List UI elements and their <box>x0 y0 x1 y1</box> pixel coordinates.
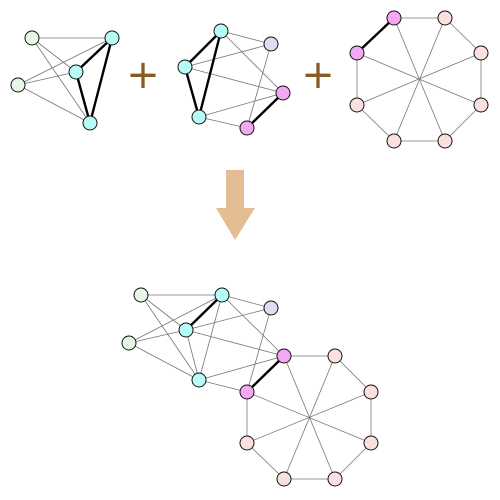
result-graph-edge <box>246 355 285 393</box>
graph-2-node <box>239 120 255 136</box>
graph-1-edge <box>74 71 92 124</box>
graph-3-edge <box>356 52 482 106</box>
graph-3-node <box>349 45 365 61</box>
graph-2-edge <box>184 66 284 94</box>
result-graph-node <box>263 300 279 316</box>
result-graph-edge <box>198 355 285 381</box>
nodes-layer <box>10 10 489 487</box>
result-graph-edge <box>334 355 372 393</box>
result-graph-node <box>239 435 255 451</box>
result-graph-edge <box>128 294 223 344</box>
graph-1-node <box>68 64 84 80</box>
result-graph-edge <box>185 329 200 381</box>
result-graph-edge <box>246 391 372 444</box>
graph-2-node <box>263 36 279 52</box>
graph-3-edge <box>444 104 482 142</box>
graph-2-edge <box>220 30 284 94</box>
graph-2-node <box>275 85 291 101</box>
graph-2-edge <box>197 30 223 118</box>
graph-2-edge <box>220 30 272 45</box>
graph-1-edge <box>88 37 114 124</box>
result-graph-edge <box>221 294 285 357</box>
result-graph-node <box>239 384 255 400</box>
result-graph-edge <box>221 294 272 309</box>
graph-3-node <box>473 45 489 61</box>
graph-3-node <box>437 10 453 26</box>
result-graph-edge <box>334 442 372 480</box>
graph-2-edge <box>183 66 201 118</box>
result-graph-node <box>214 287 230 303</box>
result-graph-edge <box>128 329 187 344</box>
graph-1-edge <box>31 37 77 73</box>
result-graph-node <box>363 435 379 451</box>
graph-1-edge <box>17 84 91 124</box>
graph-2-edge <box>198 92 284 118</box>
result-graph-edge <box>128 342 200 381</box>
result-graph-edge <box>185 329 285 357</box>
graph-2-edge <box>246 92 284 129</box>
result-graph-edge <box>198 294 223 381</box>
result-graph-edge <box>140 294 200 381</box>
graph-2-node <box>177 59 193 75</box>
graph-3-node <box>386 133 402 149</box>
result-graph-node <box>178 322 194 338</box>
graph-3-node <box>386 10 402 26</box>
graph-3-edge <box>356 17 395 54</box>
result-graph-edge <box>198 379 248 393</box>
result-graph-node <box>363 384 379 400</box>
result-graph-node <box>327 471 343 487</box>
graph-1-node <box>24 30 40 46</box>
graph-1-node <box>104 30 120 46</box>
result-graph-edge <box>185 294 223 331</box>
plus-operator-2: + <box>301 52 335 98</box>
graph-2-edge <box>198 116 248 129</box>
result-graph-node <box>191 372 207 388</box>
graph-2-node <box>213 23 229 39</box>
graph-1-node <box>10 77 26 93</box>
graph-3-node <box>473 97 489 113</box>
graph-3-node <box>349 97 365 113</box>
edges-layer <box>17 17 482 480</box>
result-graph-edge <box>246 307 272 393</box>
result-graph-node <box>327 348 343 364</box>
result-graph-edge <box>246 442 285 480</box>
graph-3-edge <box>356 104 395 142</box>
result-graph-edge <box>140 294 187 331</box>
graph-1-edge <box>75 37 113 73</box>
result-graph-edge <box>185 307 272 331</box>
graph-3-edge <box>444 17 482 54</box>
graph-3-node <box>437 133 453 149</box>
result-graph-node <box>276 471 292 487</box>
graph-1-edge <box>17 37 113 86</box>
graph-1-edge <box>31 37 91 124</box>
graph-2-edge <box>184 43 272 68</box>
down-arrow-icon <box>216 170 255 240</box>
result-graph-node <box>121 335 137 351</box>
graph-1-edge <box>17 71 77 86</box>
graph-1-node <box>82 115 98 131</box>
result-graph-node <box>133 287 149 303</box>
result-graph-node <box>276 348 292 364</box>
graph-2-node <box>191 109 207 125</box>
plus-operator-1: + <box>126 52 160 98</box>
graph-2-edge <box>184 30 222 68</box>
graph-2-edge <box>246 43 272 129</box>
